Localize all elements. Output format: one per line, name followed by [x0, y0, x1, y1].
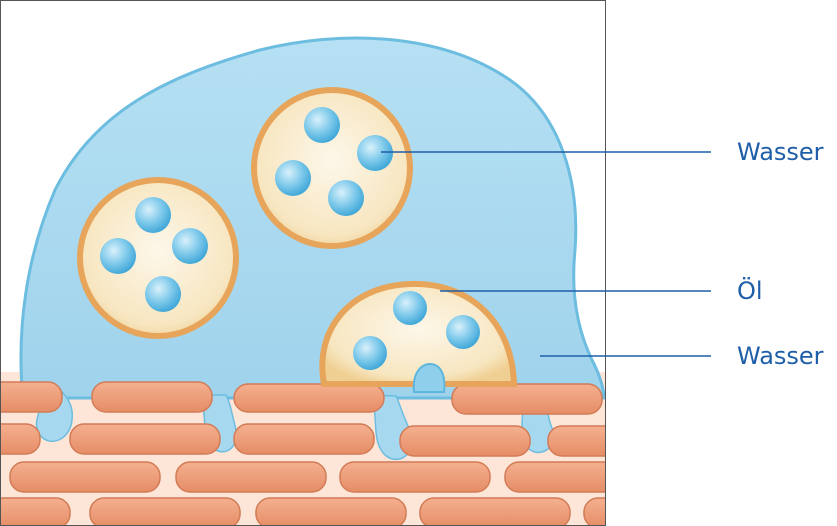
water-droplet: [357, 135, 393, 171]
water-droplet: [172, 228, 208, 264]
oil-droplet-top: [254, 90, 410, 246]
water-droplet: [328, 180, 364, 216]
water-droplet: [135, 197, 171, 233]
water-droplet: [393, 291, 427, 325]
label-oil: Öl: [737, 279, 763, 303]
water-droplet: [100, 238, 136, 274]
label-water-bottom: Wasser: [737, 344, 824, 368]
oil-droplet-left: [80, 180, 236, 336]
water-droplet: [304, 107, 340, 143]
water-droplet: [275, 160, 311, 196]
water-droplet: [145, 276, 181, 312]
water-droplet: [353, 336, 387, 370]
water-droplet: [446, 315, 480, 349]
label-water-top: Wasser: [737, 140, 824, 164]
